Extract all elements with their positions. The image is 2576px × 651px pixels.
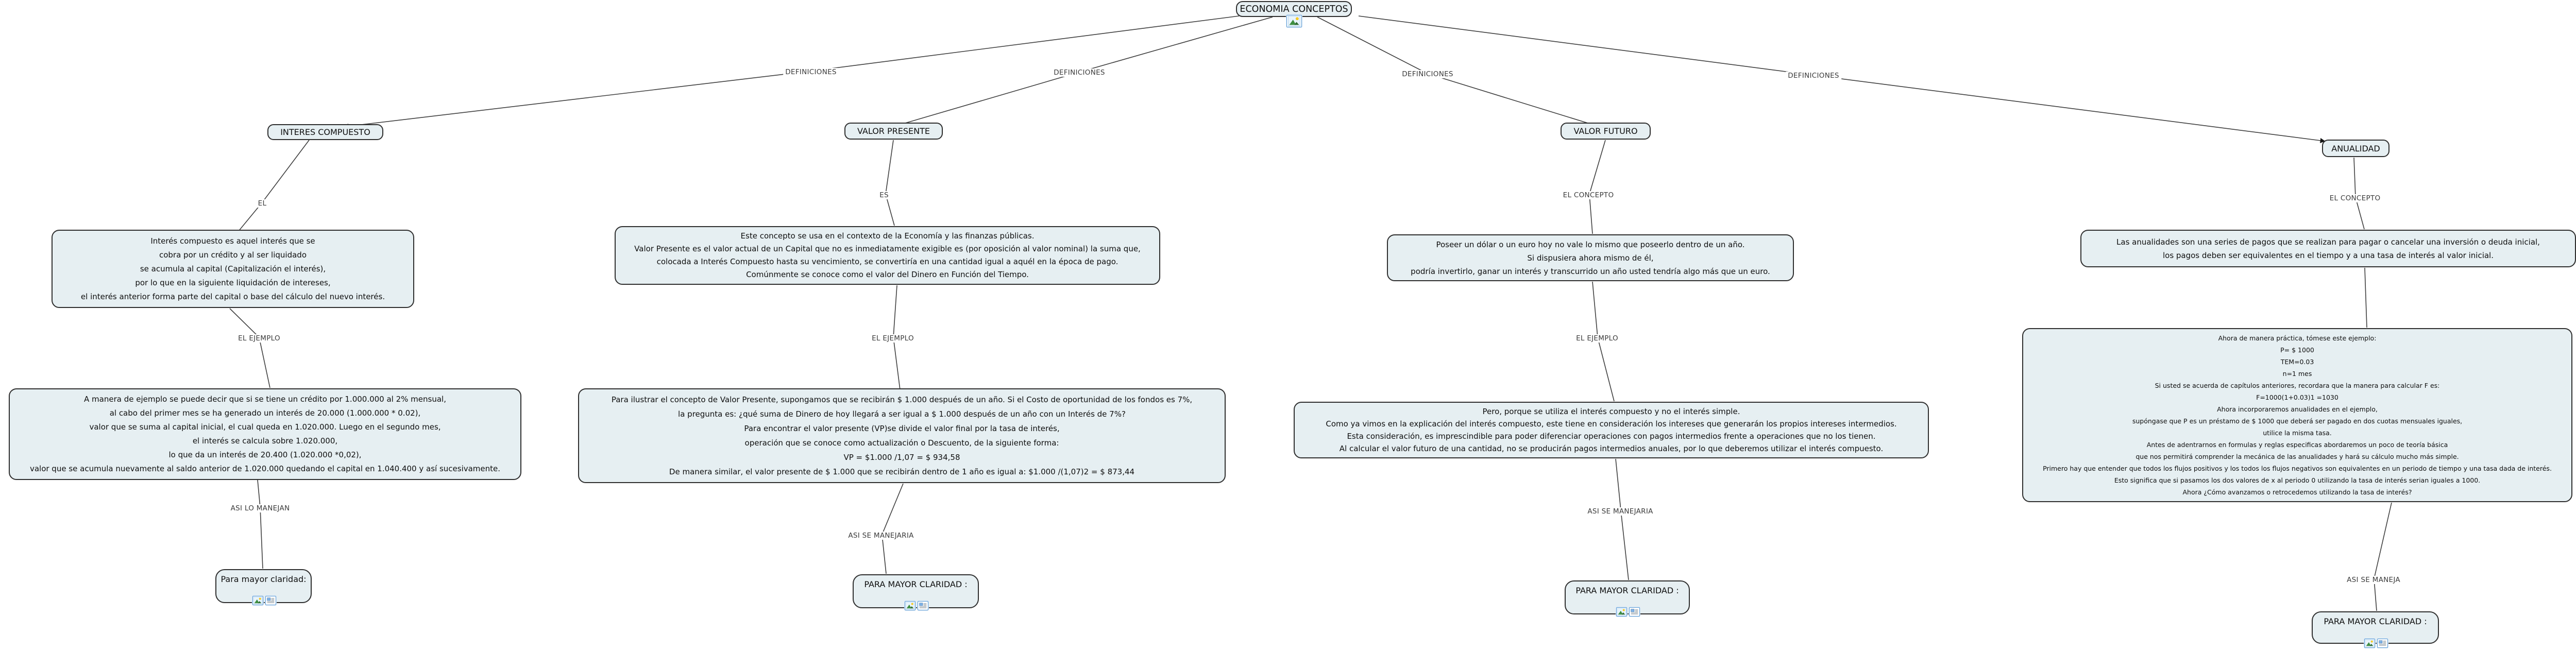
image-resource-icon[interactable]	[905, 601, 916, 610]
link-label-el-ejemplo-1[interactable]: EL EJEMPLO	[236, 334, 282, 342]
document-glyph	[919, 603, 927, 608]
clarity-resource-icons-4	[2364, 639, 2388, 648]
link-label-el-concepto-2[interactable]: EL CONCEPTO	[2327, 194, 2383, 202]
example-box-valor-presente[interactable]: Para ilustrar el concepto de Valor Prese…	[578, 388, 1226, 483]
link-label-definiciones-1[interactable]: DEFINICIONES	[783, 68, 839, 76]
link-label-definiciones-3[interactable]: DEFINICIONES	[1400, 70, 1455, 78]
image-glyph	[2365, 639, 2375, 647]
root-resource-icons	[1286, 15, 1302, 27]
clarity-resource-icons-2	[905, 601, 928, 610]
clarity-node-valor-presente[interactable]: PARA MAYOR CLARIDAD :	[853, 574, 979, 608]
link-label-definiciones-2[interactable]: DEFINICIONES	[1052, 68, 1107, 77]
definition-box-anualidad[interactable]: Las anualidades son una series de pagos …	[2080, 230, 2576, 267]
document-glyph	[1631, 609, 1638, 614]
link-label-asi-se-maneja[interactable]: ASI SE MANEJA	[2345, 576, 2402, 584]
example-box-interes-compuesto[interactable]: A manera de ejemplo se puede decir que s…	[9, 388, 521, 480]
link-label-el-ejemplo-2[interactable]: EL EJEMPLO	[870, 334, 916, 342]
link-label-el[interactable]: EL	[256, 199, 269, 208]
concept-node-valor-futuro[interactable]: VALOR FUTURO	[1561, 123, 1651, 140]
image-glyph	[1617, 608, 1626, 616]
document-resource-icon[interactable]	[918, 601, 928, 610]
practice-box-anualidad[interactable]: Ahora de manera práctica, tómese este ej…	[2022, 328, 2572, 502]
definition-box-valor-futuro[interactable]: Poseer un dólar o un euro hoy no vale lo…	[1387, 234, 1794, 281]
document-resource-icon[interactable]	[1629, 607, 1640, 616]
clarity-resource-icons-3	[1616, 607, 1640, 616]
link-label-asi-se-manejaria-1[interactable]: ASI SE MANEJARIA	[846, 532, 916, 540]
image-glyph	[905, 602, 915, 610]
link-label-es[interactable]: ES	[877, 191, 891, 199]
clarity-node-anualidad[interactable]: PARA MAYOR CLARIDAD :	[2312, 611, 2439, 644]
definition-box-interes-compuesto[interactable]: Interés compuesto es aquel interés que s…	[52, 230, 414, 308]
document-resource-icon[interactable]	[2377, 639, 2388, 648]
image-resource-icon[interactable]	[2364, 639, 2375, 648]
document-resource-icon[interactable]	[265, 596, 276, 605]
document-glyph	[2379, 640, 2386, 646]
concept-node-valor-presente[interactable]: VALOR PRESENTE	[844, 123, 943, 140]
link-label-asi-se-manejaria-2[interactable]: ASI SE MANEJARIA	[1585, 507, 1655, 516]
image-resource-icon[interactable]	[1286, 15, 1302, 27]
example-box-valor-futuro[interactable]: Pero, porque se utiliza el interés compu…	[1294, 402, 1929, 458]
document-glyph	[267, 597, 275, 603]
clarity-resource-icons-1	[252, 596, 276, 605]
image-resource-icon[interactable]	[252, 596, 263, 605]
image-glyph	[253, 596, 263, 605]
definition-box-valor-presente[interactable]: Este concepto se usa en el contexto de l…	[615, 226, 1160, 285]
clarity-node-interes-compuesto[interactable]: Para mayor claridad:	[215, 569, 312, 603]
link-label-el-concepto-1[interactable]: EL CONCEPTO	[1561, 191, 1616, 199]
concept-node-interes-compuesto[interactable]: INTERES COMPUESTO	[267, 124, 383, 140]
image-resource-icon[interactable]	[1616, 607, 1627, 616]
concept-node-economia-conceptos[interactable]: ECONOMIA CONCEPTOS	[1236, 1, 1352, 17]
link-label-definiciones-4[interactable]: DEFINICIONES	[1786, 72, 1841, 80]
clarity-node-valor-futuro[interactable]: PARA MAYOR CLARIDAD :	[1565, 580, 1690, 614]
link-label-asi-lo-manejan[interactable]: ASI LO MANEJAN	[228, 504, 292, 512]
concept-node-anualidad[interactable]: ANUALIDAD	[2322, 140, 2389, 157]
link-label-el-ejemplo-3[interactable]: EL EJEMPLO	[1574, 334, 1620, 342]
image-glyph	[1287, 16, 1301, 26]
